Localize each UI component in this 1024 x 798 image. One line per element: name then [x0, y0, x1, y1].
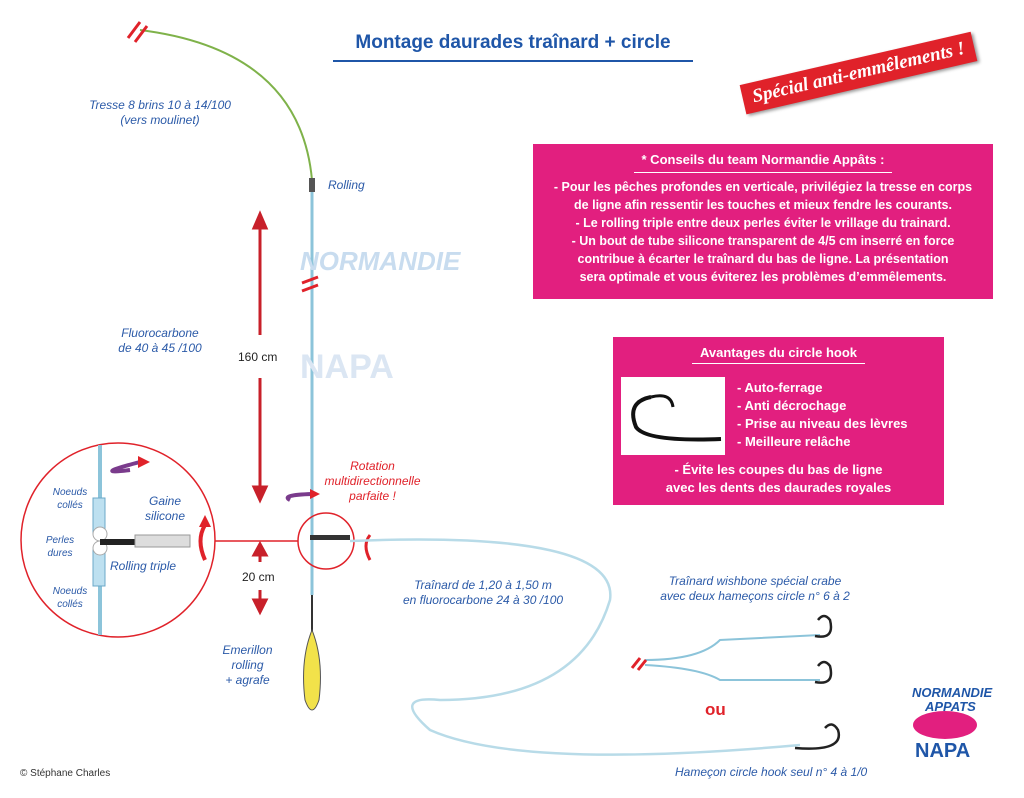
labels-emerillon3: + agrafe: [225, 673, 270, 687]
swivel-icon: [309, 178, 315, 192]
rolling-label: Rolling: [328, 178, 365, 192]
brand-logo: NORMANDIE APPATS NAPA: [912, 685, 992, 762]
or-label: ou: [705, 700, 726, 719]
labels-noeuds2: Noeuds: [52, 586, 88, 597]
rolling-triple-icon: [100, 539, 140, 545]
advantages-items-1: - Anti décrochage: [737, 398, 847, 413]
advantages-items-2: - Prise au niveau des lèvres: [737, 416, 908, 431]
labels-perles: Perles: [45, 535, 75, 546]
svg-text:NORMANDIE: NORMANDIE: [912, 685, 992, 700]
page-title: Montage daurades traînard + circle: [333, 32, 693, 62]
lead-weight: [303, 628, 321, 711]
advantages-footer-0: - Évite les coupes du bas de ligne: [674, 462, 883, 477]
labels-colles1: collés: [57, 500, 83, 511]
circle-hook-image: [621, 377, 725, 455]
rolling-triple-label: Rolling triple: [110, 559, 177, 573]
trainard-line: [349, 538, 801, 756]
beads-label: Perles dures: [38, 534, 82, 560]
cut-mark-icon: [126, 21, 149, 43]
labels-tresse2: (vers moulinet): [120, 113, 200, 127]
braid-label: Tresse 8 brins 10 à 14/100(vers moulinet…: [70, 98, 250, 128]
braid-line: [139, 29, 313, 181]
labels-fluoro2: de 40 à 45 /100: [118, 341, 202, 355]
length-20: 20 cm: [242, 570, 275, 584]
tips-lines-2: - Le rolling triple entre deux perles év…: [575, 216, 951, 230]
advantages-footer-1: avec les dents des daurades royales: [665, 480, 892, 495]
detail-circle: [20, 442, 216, 638]
advantages-items-0: - Auto-ferrage: [737, 380, 823, 395]
swivel-circle: [297, 512, 355, 570]
labels-wishbone: Traînard wishbone spécial crabe: [668, 574, 842, 588]
svg-text:APPATS: APPATS: [924, 699, 976, 714]
tips-lines-4: contribue à écarter le traînard du bas d…: [577, 252, 949, 266]
tips-heading: * Conseils du team Normandie Appâts :: [633, 151, 893, 173]
watermark-logo: NORMANDIE: [300, 246, 461, 276]
labels-emerillon: Emerillon: [222, 643, 273, 657]
length-arrow-160: [251, 210, 269, 504]
tips-lines-3: - Un bout de tube silicone transparent d…: [571, 234, 955, 248]
advantages-heading: Avantages du circle hook: [691, 345, 865, 364]
labels-rotation2: multidirectionnelle: [324, 474, 421, 488]
length-arrow-20: [251, 540, 269, 616]
circle-hook-icon: [794, 614, 841, 750]
silicone-sleeve: [134, 534, 191, 548]
labels-trainard2: en fluorocarbone 24 à 30 /100: [402, 593, 564, 607]
labels-dures: dures: [47, 548, 73, 559]
labels-emerillon2: rolling: [231, 658, 264, 672]
labels-rotation: Rotation: [350, 459, 395, 473]
knots-label-top: Noeuds collés: [48, 486, 92, 512]
length-160: 160 cm: [238, 350, 278, 365]
tips-lines-5: sera optimale et vous éviterez les probl…: [579, 270, 947, 284]
labels-noeuds1: Noeuds: [52, 487, 88, 498]
tips-lines-1: de ligne afin ressentir les touches et m…: [574, 198, 952, 212]
wishbone-rig: [644, 634, 821, 681]
cut-mark-icon: [301, 275, 319, 293]
knots-label-bottom: Noeuds collés: [48, 585, 92, 611]
advantages-box: Avantages du circle hook - Auto-ferrage -…: [613, 337, 944, 505]
svg-text:NAPA: NAPA: [300, 348, 394, 386]
labels-wishbone2: avec deux hameçons circle n° 6 à 2: [660, 589, 850, 603]
single-hook-label: Hameçon circle hook seul n° 4 à 1/0: [675, 765, 868, 779]
labels-silicone: silicone: [144, 509, 186, 523]
labels-colles2: collés: [57, 599, 83, 610]
tips-lines-0: - Pour les pêches profondes en verticale…: [553, 180, 973, 194]
svg-text:NAPA: NAPA: [915, 740, 970, 762]
labels-gaine: Gaine: [148, 494, 182, 508]
labels-tresse: Tresse 8 brins 10 à 14/100: [89, 98, 231, 112]
tips-box: * Conseils du team Normandie Appâts : - …: [533, 144, 993, 299]
labels-trainard: Traînard de 1,20 à 1,50 m: [414, 578, 552, 592]
labels-rotation3: parfaite !: [349, 489, 396, 503]
copyright: © Stéphane Charles: [20, 768, 111, 779]
labels-fluoro: Fluorocarbone: [121, 326, 199, 340]
advantages-items-3: - Meilleure relâche: [737, 434, 851, 449]
